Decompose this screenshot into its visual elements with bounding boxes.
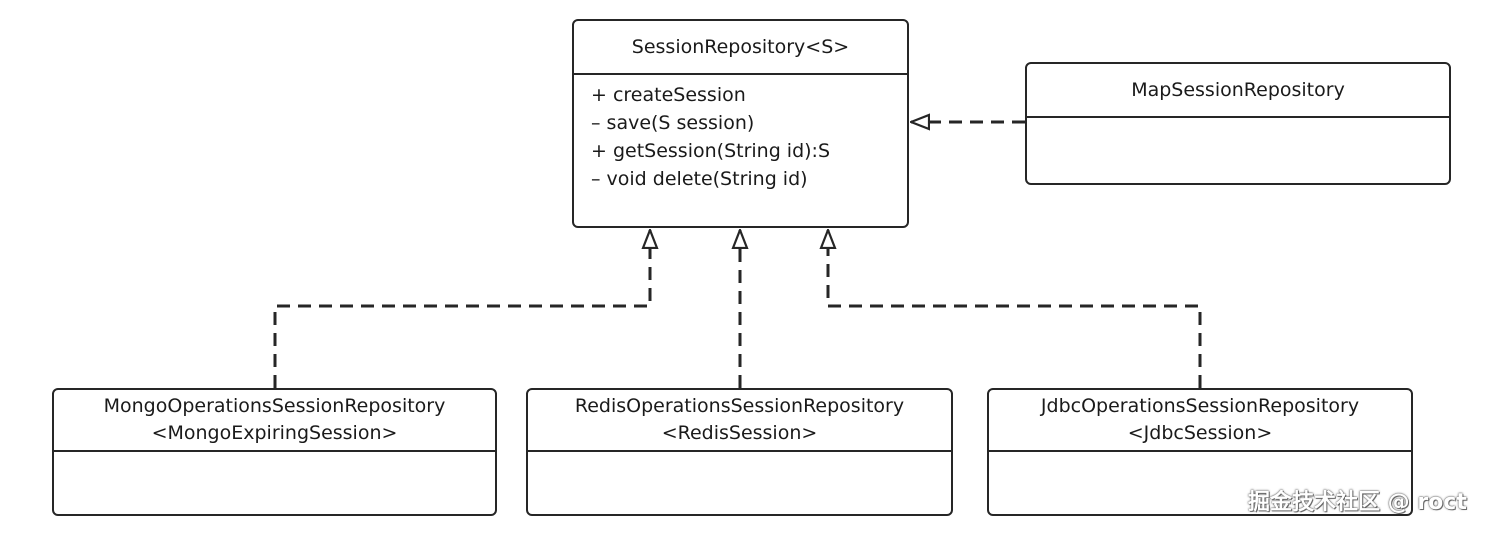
- watermark: 掘金技术社区 @ roct: [1248, 490, 1467, 515]
- session-repository-methods: + createSession – save(S session) + getS…: [574, 75, 907, 226]
- jdbc-operations-repository-header: JdbcOperationsSessionRepository <JdbcSes…: [989, 390, 1411, 452]
- session-repository-name: SessionRepository<S>: [631, 35, 850, 58]
- map-session-repository-class: MapSessionRepository: [1025, 62, 1451, 185]
- method-save: – save(S session): [591, 112, 755, 134]
- jdbc-operations-repository-name: JdbcOperationsSessionRepository: [1040, 395, 1360, 417]
- redis-operations-repository-name: RedisOperationsSessionRepository: [574, 395, 905, 417]
- mongo-repository-realization-line: [273, 230, 650, 388]
- mongo-operations-repository-header: MongoOperationsSessionRepository <MongoE…: [54, 390, 495, 452]
- redis-operations-repository-body: [528, 452, 951, 514]
- method-get-session: + getSession(String id):S: [591, 140, 831, 162]
- mongo-operations-repository-body: [54, 452, 495, 514]
- redis-operations-repository-type-param: <RedisSession>: [661, 422, 818, 444]
- session-repository-header: SessionRepository<S>: [574, 21, 907, 75]
- redis-operations-repository-class: RedisOperationsSessionRepository <RedisS…: [526, 388, 953, 516]
- jdbc-operations-repository-class: JdbcOperationsSessionRepository <JdbcSes…: [987, 388, 1413, 516]
- mongo-operations-repository-name: MongoOperationsSessionRepository: [103, 395, 446, 417]
- mongo-operations-repository-class: MongoOperationsSessionRepository <MongoE…: [52, 388, 497, 516]
- method-create-session: + createSession: [591, 84, 746, 106]
- jdbc-repository-realization-line: [828, 230, 1202, 388]
- map-session-repository-header: MapSessionRepository: [1027, 64, 1449, 118]
- map-session-repository-body: [1027, 118, 1449, 183]
- method-delete: – void delete(String id): [591, 168, 808, 190]
- redis-operations-repository-header: RedisOperationsSessionRepository <RedisS…: [528, 390, 951, 452]
- session-repository-class: SessionRepository<S> + createSession – s…: [572, 19, 909, 228]
- mongo-operations-repository-type-param: <MongoExpiringSession>: [151, 422, 398, 444]
- map-session-repository-name: MapSessionRepository: [1131, 78, 1345, 101]
- jdbc-operations-repository-type-param: <JdbcSession>: [1127, 422, 1273, 444]
